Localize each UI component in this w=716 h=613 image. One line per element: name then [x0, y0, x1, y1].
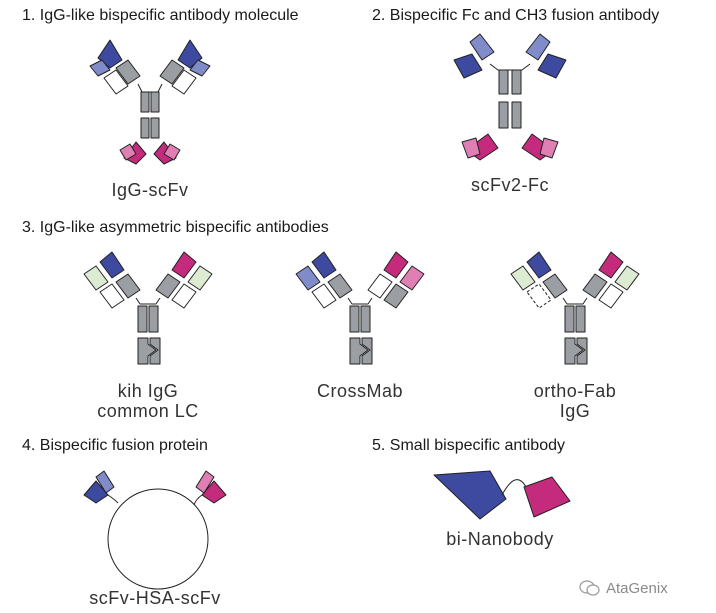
vh-left — [311, 251, 337, 279]
ch3-right — [511, 101, 522, 129]
ch1-domain-left — [115, 59, 141, 85]
vl-left — [510, 265, 536, 291]
ch2-left — [140, 91, 150, 113]
scfv-right-vl — [195, 470, 215, 494]
ch1-left — [542, 273, 568, 299]
cl-left — [99, 283, 125, 309]
igg-scfv-label: IgG-scFv — [111, 180, 189, 200]
scfv-bottom-left-b — [461, 137, 481, 159]
ch2-right — [511, 69, 522, 95]
nanobody-linker — [501, 479, 527, 496]
ch2-right — [148, 305, 159, 333]
vh-right — [383, 251, 409, 279]
linker-left — [107, 494, 119, 504]
ch3-hole — [361, 337, 373, 365]
ch2-left — [349, 305, 360, 333]
ch2-left — [498, 69, 509, 95]
hinge — [135, 297, 161, 305]
kih-igg-diagram — [83, 251, 213, 365]
watermark-text: AtaGenix — [606, 580, 668, 597]
vl-right — [187, 265, 213, 291]
vl-domain-right — [189, 59, 211, 77]
scfv2-fc-label: scFv2-Fc — [471, 175, 549, 195]
cl-right — [171, 283, 197, 309]
nanobody-magenta — [523, 476, 571, 518]
vl-right — [399, 265, 425, 291]
vh-right — [598, 251, 624, 279]
ch2-right — [575, 305, 586, 333]
ch3-hole — [576, 337, 588, 365]
scfv-left-vl — [95, 470, 115, 494]
vl-left — [83, 265, 109, 291]
scfv-bottom-right-b — [539, 137, 559, 159]
cl-domain-left — [103, 69, 129, 95]
hinge — [137, 83, 163, 93]
scfv-top-right-vl — [525, 33, 551, 61]
ortho-fab-diagram — [510, 251, 640, 365]
ch2-left — [564, 305, 575, 333]
scfv-hsa-scfv-label: scFv-HSA-scFv — [89, 588, 221, 608]
vl-right — [614, 265, 640, 291]
crossmab-label: CrossMab — [316, 381, 404, 401]
ch1-crossed-right — [383, 283, 409, 309]
scfv-right-b — [163, 143, 181, 161]
section-5-heading: 5. Small bispecific antibody — [372, 437, 565, 454]
vh-left — [526, 251, 552, 279]
linker — [489, 63, 531, 71]
cl-domain-right — [171, 69, 197, 95]
cl-crossed-right — [367, 273, 393, 299]
ch3-knob — [137, 337, 157, 365]
wechat-icon — [579, 580, 600, 596]
ch2-right — [360, 305, 371, 333]
ch3-left — [140, 117, 150, 139]
scfv-left-b — [119, 143, 137, 161]
bi-nanobody-label: bi-Nanobody — [446, 529, 554, 549]
ch3-right — [150, 117, 160, 139]
linker-right — [193, 494, 203, 506]
section-4-heading: 4. Bispecific fusion protein — [22, 437, 208, 454]
igg-scfv-diagram — [89, 39, 211, 165]
bi-nanobody-diagram — [433, 470, 571, 520]
section-3-heading: 3. IgG-like asymmetric bispecific antibo… — [22, 219, 329, 236]
scfv-top-right-vh — [537, 53, 567, 79]
ch1-right — [155, 273, 181, 299]
cl-left — [526, 283, 552, 309]
ch1-left — [115, 273, 141, 299]
ch3-knob — [349, 337, 369, 365]
ortho-fab-label-line1: ortho-Fab — [533, 381, 617, 401]
ch1-domain-right — [159, 59, 185, 85]
ortho-fab-label-line2: IgG — [559, 401, 591, 421]
hinge — [562, 297, 588, 305]
ch3-hole — [149, 337, 161, 365]
scfv-top-left-vh — [453, 53, 483, 79]
cl-left — [311, 283, 337, 309]
scfv2-fc-diagram — [453, 33, 567, 161]
kih-igg-label-line1: kih IgG — [117, 381, 179, 401]
ch1-right — [582, 273, 608, 299]
scfv-hsa-scfv-diagram — [83, 470, 227, 590]
vh-left — [99, 251, 125, 279]
section-1-heading: 1. IgG-like bispecific antibody molecule — [22, 7, 299, 24]
ch2-right — [150, 91, 160, 113]
nanobody-blue — [433, 470, 507, 520]
vl-left — [295, 265, 321, 291]
scfv-top-left-vl — [469, 33, 495, 61]
vl-domain-left — [89, 59, 111, 77]
ch1-left — [327, 273, 353, 299]
section-2-heading: 2. Bispecific Fc and CH3 fusion antibody — [372, 7, 660, 24]
vh-right — [171, 251, 197, 279]
cl-right — [598, 283, 624, 309]
ch2-left — [137, 305, 148, 333]
ch3-left — [498, 101, 509, 129]
hsa-circle — [107, 488, 209, 590]
ch3-knob — [564, 337, 584, 365]
kih-igg-label-line2: common LC — [97, 401, 199, 421]
hinge — [347, 297, 373, 305]
crossmab-diagram — [295, 251, 425, 365]
